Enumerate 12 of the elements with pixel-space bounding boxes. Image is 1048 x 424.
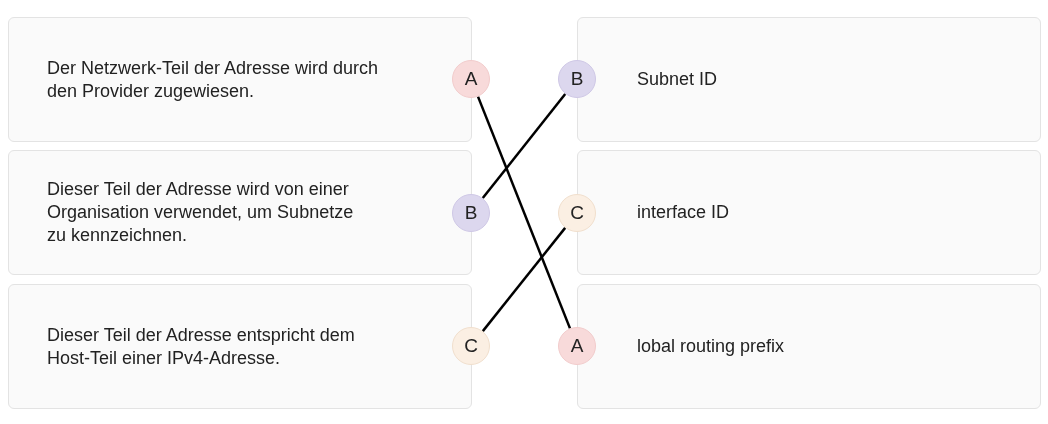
letter-badge: C	[558, 194, 596, 232]
card-text: interface ID	[637, 201, 731, 224]
connector-line	[481, 93, 567, 199]
card-text: Dieser Teil der Adresse wird von einer Organisation verwendet, um Subnetze zu kennzeichnen.	[47, 178, 355, 247]
connector-line	[481, 227, 567, 332]
connector-line	[476, 96, 572, 329]
letter-badge: A	[558, 327, 596, 365]
letter-badge: B	[558, 60, 596, 98]
card-text: lobal routing prefix	[637, 335, 786, 358]
card-text: Subnet ID	[637, 68, 719, 91]
card-text: Der Netzwerk-Teil der Adresse wird durch den Provider zugewiesen.	[47, 56, 380, 103]
card-text: Dieser Teil der Adresse entspricht dem Host-Teil einer IPv4-Adresse.	[47, 323, 356, 370]
